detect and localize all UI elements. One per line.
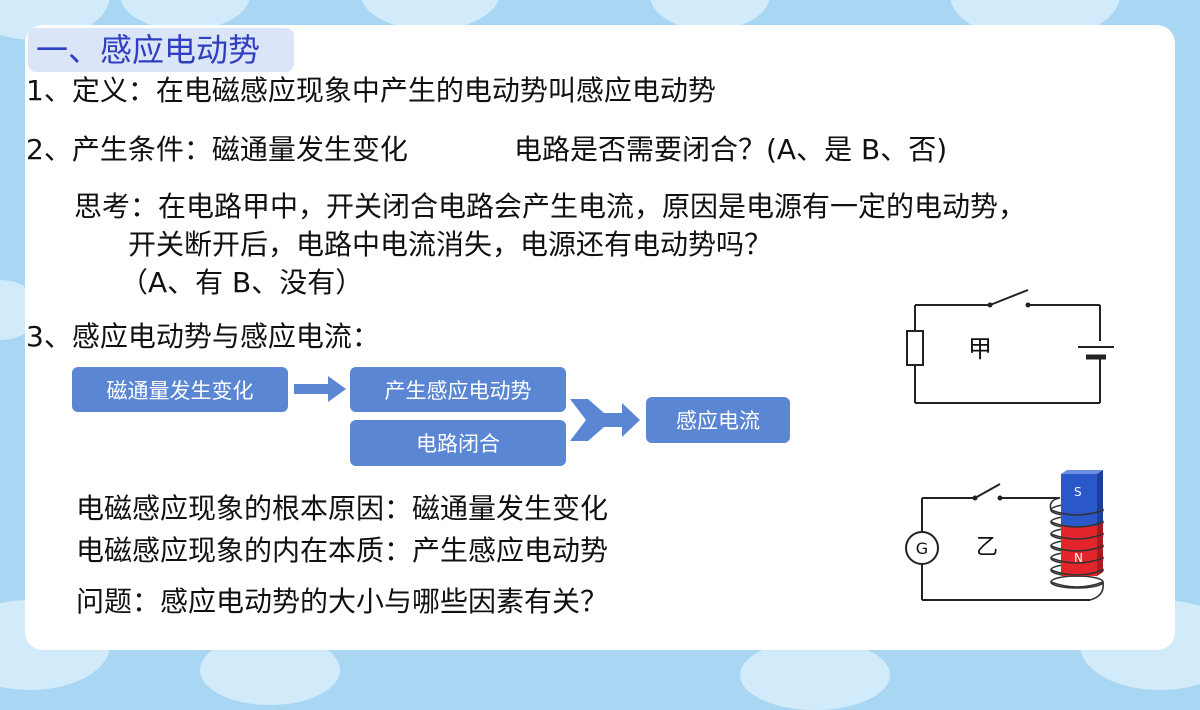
- circuit-diagram-a: 甲: [906, 289, 1114, 404]
- galvanometer-label: G: [916, 539, 928, 558]
- essence-line: 电磁感应现象的内在本质：产生感应电动势: [76, 534, 609, 567]
- definition-line: 1、定义：在电磁感应现象中产生的电动势叫感应电动势: [26, 74, 716, 107]
- chevron-arrow-icon: [570, 399, 640, 441]
- flow-box-induced-current: 感应电流: [646, 397, 790, 443]
- circuit-a-label: 甲: [968, 335, 992, 363]
- think-options: （A、有 B、没有）: [120, 266, 364, 299]
- flow-box-flux-change: 磁通量发生变化: [72, 367, 288, 412]
- question-line: 问题：感应电动势的大小与哪些因素有关？: [76, 585, 609, 618]
- slide-card: [25, 25, 1175, 650]
- root-cause-line: 电磁感应现象的根本原因：磁通量发生变化: [76, 492, 609, 525]
- circuit-diagram-b: G 乙 S N: [905, 470, 1105, 601]
- cloud-decoration: [740, 640, 890, 710]
- think-line-1: 思考：在电路甲中，开关闭合电路会产生电流，原因是电源有一定的电动势，: [74, 190, 1027, 223]
- flow-box-induced-emf: 产生感应电动势: [350, 367, 566, 412]
- magnet-s-label: S: [1074, 485, 1082, 499]
- magnet-south-pole: [1061, 474, 1097, 526]
- closed-question: 电路是否需要闭合？(A、是 B、否): [514, 133, 948, 166]
- circuit-b-label: 乙: [976, 535, 998, 560]
- condition-line: 2、产生条件：磁通量发生变化: [26, 133, 408, 166]
- relation-line: 3、感应电动势与感应电流：: [26, 320, 380, 353]
- section-title: 一、感应电动势: [28, 28, 294, 72]
- magnet-n-label: N: [1074, 551, 1083, 565]
- think-line-2: 开关断开后，电路中电流消失，电源还有电动势吗？: [128, 228, 773, 261]
- galvanometer-icon: [905, 531, 939, 565]
- arrow-right-icon: [294, 376, 346, 402]
- flow-box-circuit-closed: 电路闭合: [350, 420, 566, 466]
